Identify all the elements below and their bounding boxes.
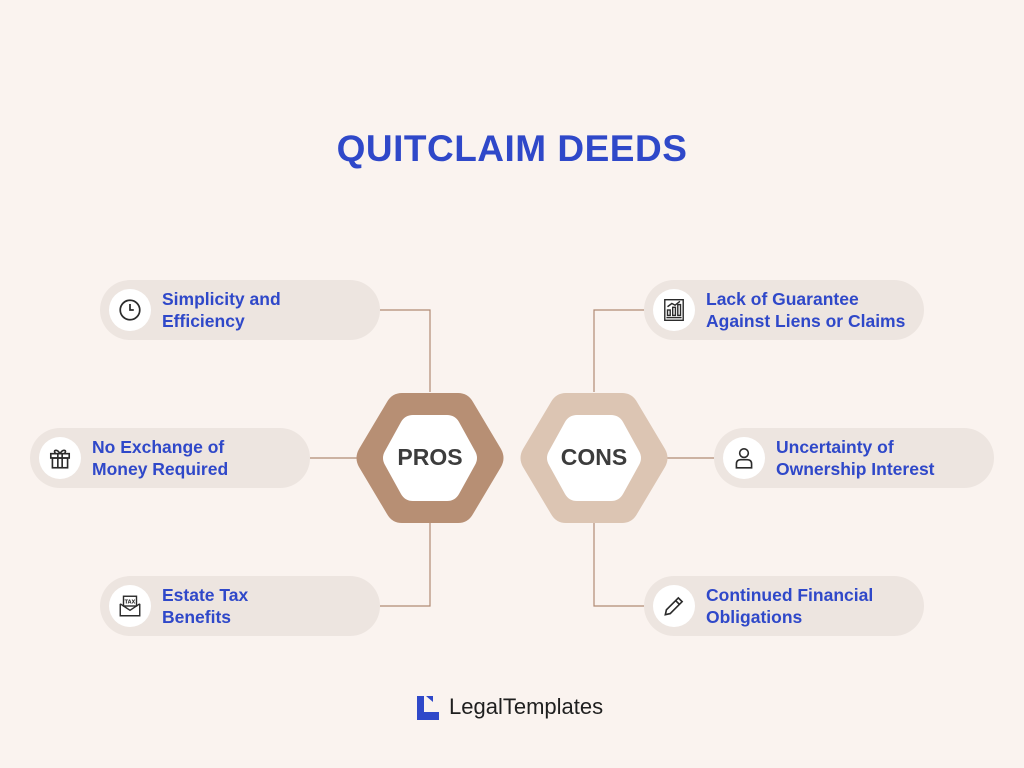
person-icon [723, 437, 765, 479]
pro-item-estate-tax: TAX Estate Tax Benefits [100, 576, 380, 636]
con-item-label: Continued Financial Obligations [706, 585, 874, 627]
svg-text:TAX: TAX [125, 600, 136, 606]
connector-pros-1 [380, 309, 431, 392]
con-item-uncertainty: Uncertainty of Ownership Interest [714, 428, 994, 488]
pro-item-no-exchange: No Exchange of Money Required [30, 428, 310, 488]
pros-label: PROS [397, 444, 463, 470]
legaltemplates-logo-icon [417, 696, 439, 720]
pro-item-simplicity: Simplicity and Efficiency [100, 280, 380, 340]
gift-icon [39, 437, 81, 479]
footer-brand: LegalTemplates [449, 694, 604, 719]
con-item-financial-obligations: Continued Financial Obligations [644, 576, 924, 636]
page-title: QUITCLAIM DEEDS [336, 128, 688, 169]
con-item-lack-of-guarantee: Lack of Guarantee Against Liens or Claim… [644, 280, 924, 340]
pro-item-label: Estate Tax Benefits [162, 585, 249, 627]
connector-cons-1 [593, 309, 644, 392]
con-item-label: Lack of Guarantee Against Liens or Claim… [706, 289, 906, 331]
pro-item-label: No Exchange of Money Required [92, 437, 229, 479]
connector-cons-3 [593, 522, 644, 607]
cons-hexagon [520, 393, 668, 523]
con-item-label: Uncertainty of Ownership Interest [776, 437, 935, 479]
cons-label: CONS [560, 444, 628, 470]
clock-icon [109, 289, 151, 331]
pros-hexagon [356, 393, 504, 523]
tax-document-icon: TAX [109, 585, 151, 627]
liens-chart-icon [653, 289, 695, 331]
connector-pros-3 [380, 522, 431, 607]
pro-item-label: Simplicity and Efficiency [162, 289, 281, 331]
pencil-icon [653, 585, 695, 627]
